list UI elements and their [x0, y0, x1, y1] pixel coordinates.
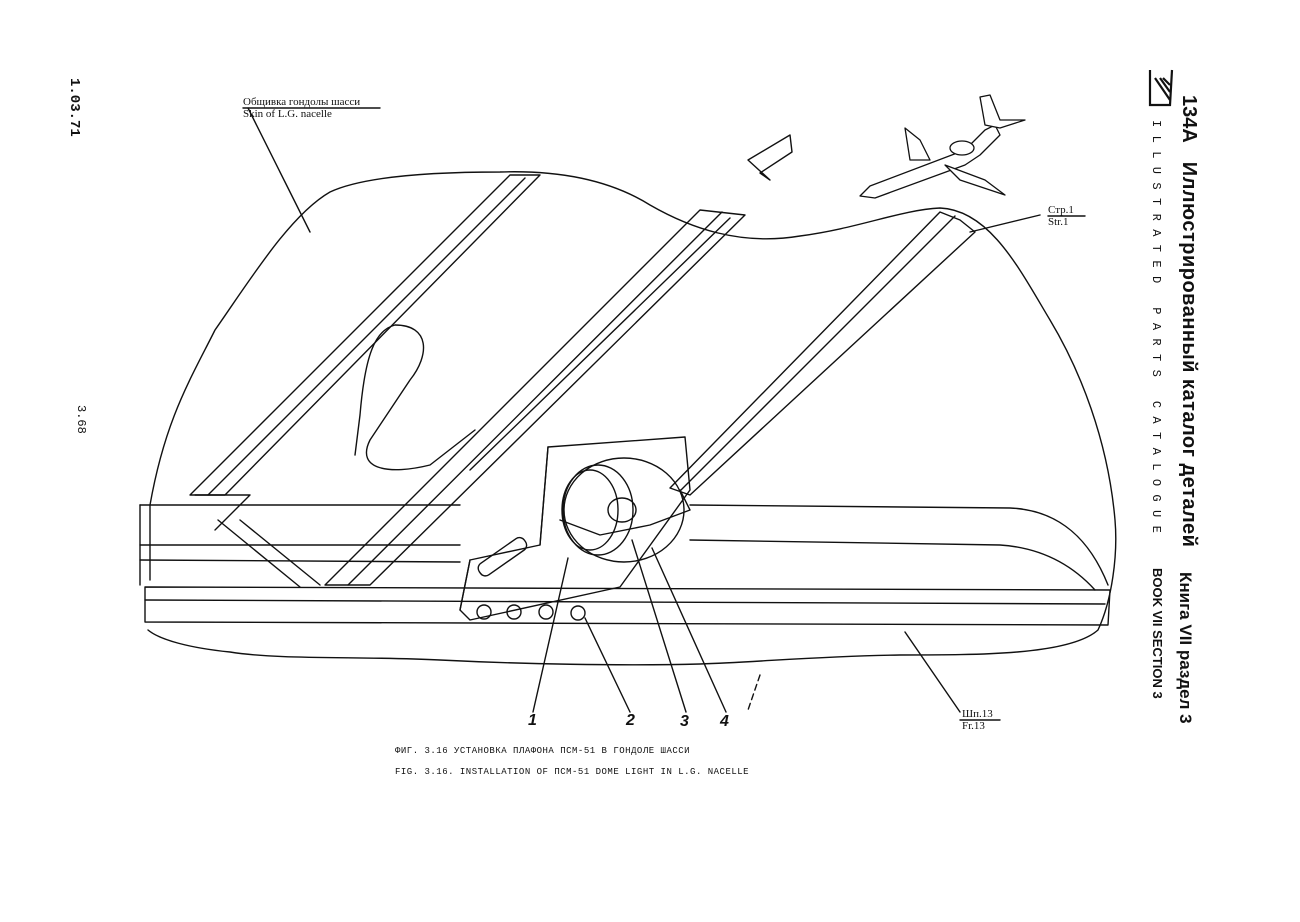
stringer-1 [669, 211, 976, 496]
page-number: 3.68 [74, 405, 88, 434]
figure-caption-en: FIG. 3.16. INSTALLATION OF ПСМ-51 DOME L… [395, 767, 750, 777]
stringer-callout: Стр.1 Str.1 [1048, 204, 1074, 228]
catalogue-title-ru: Иллюстрированный каталог деталей [1178, 161, 1200, 548]
center-channel [324, 209, 746, 586]
skin-callout-ru: Общивка гондолы шасси [243, 96, 361, 108]
book-label-ru: Книга VII раздел 3 [1176, 572, 1195, 724]
doc-code: 1.03.71 [66, 78, 82, 137]
item-number-1: 1 [528, 712, 537, 729]
item-number-2: 2 [626, 712, 635, 729]
aircraft-icon [859, 94, 1026, 199]
cutout-slot [354, 324, 476, 471]
nacelle-skin-outline [147, 171, 1117, 666]
frame-callout: Шп.13 Fr.13 [962, 708, 993, 732]
model-label: 134A [1178, 95, 1200, 143]
stringer-callout-en: Str.1 [1048, 216, 1069, 228]
stringer-callout-ru: Стр.1 [1048, 204, 1074, 216]
bracket [459, 436, 691, 621]
direction-arrow [747, 134, 793, 181]
frame-callout-ru: Шп.13 [962, 708, 993, 720]
catalogue-title-en: ILLUSTRATED PARTS CATALOGUE [1149, 120, 1163, 542]
book-label-en: BOOK VII SECTION 3 [1150, 568, 1165, 699]
frame-callout-en: Fr.13 [962, 720, 985, 732]
item-number-3: 3 [680, 713, 689, 730]
header-block: 134A Иллюстрированный каталог деталей [1177, 95, 1200, 547]
dome-light [563, 457, 685, 563]
horizontal-longeron [139, 504, 1109, 591]
skin-callout-en: Skin of L.G. nacelle [243, 108, 332, 120]
frame-13 [144, 586, 1111, 626]
item-number-4: 4 [720, 713, 729, 730]
skin-callout: Общивка гондолы шасси Skin of L.G. nacel… [243, 96, 360, 120]
left-frame [189, 174, 541, 496]
tupolev-logo [1148, 69, 1174, 107]
figure-caption-ru: ФИГ. 3.16 УСТАНОВКА ПЛАФОНА ПСМ-51 В ГОН… [395, 746, 691, 756]
